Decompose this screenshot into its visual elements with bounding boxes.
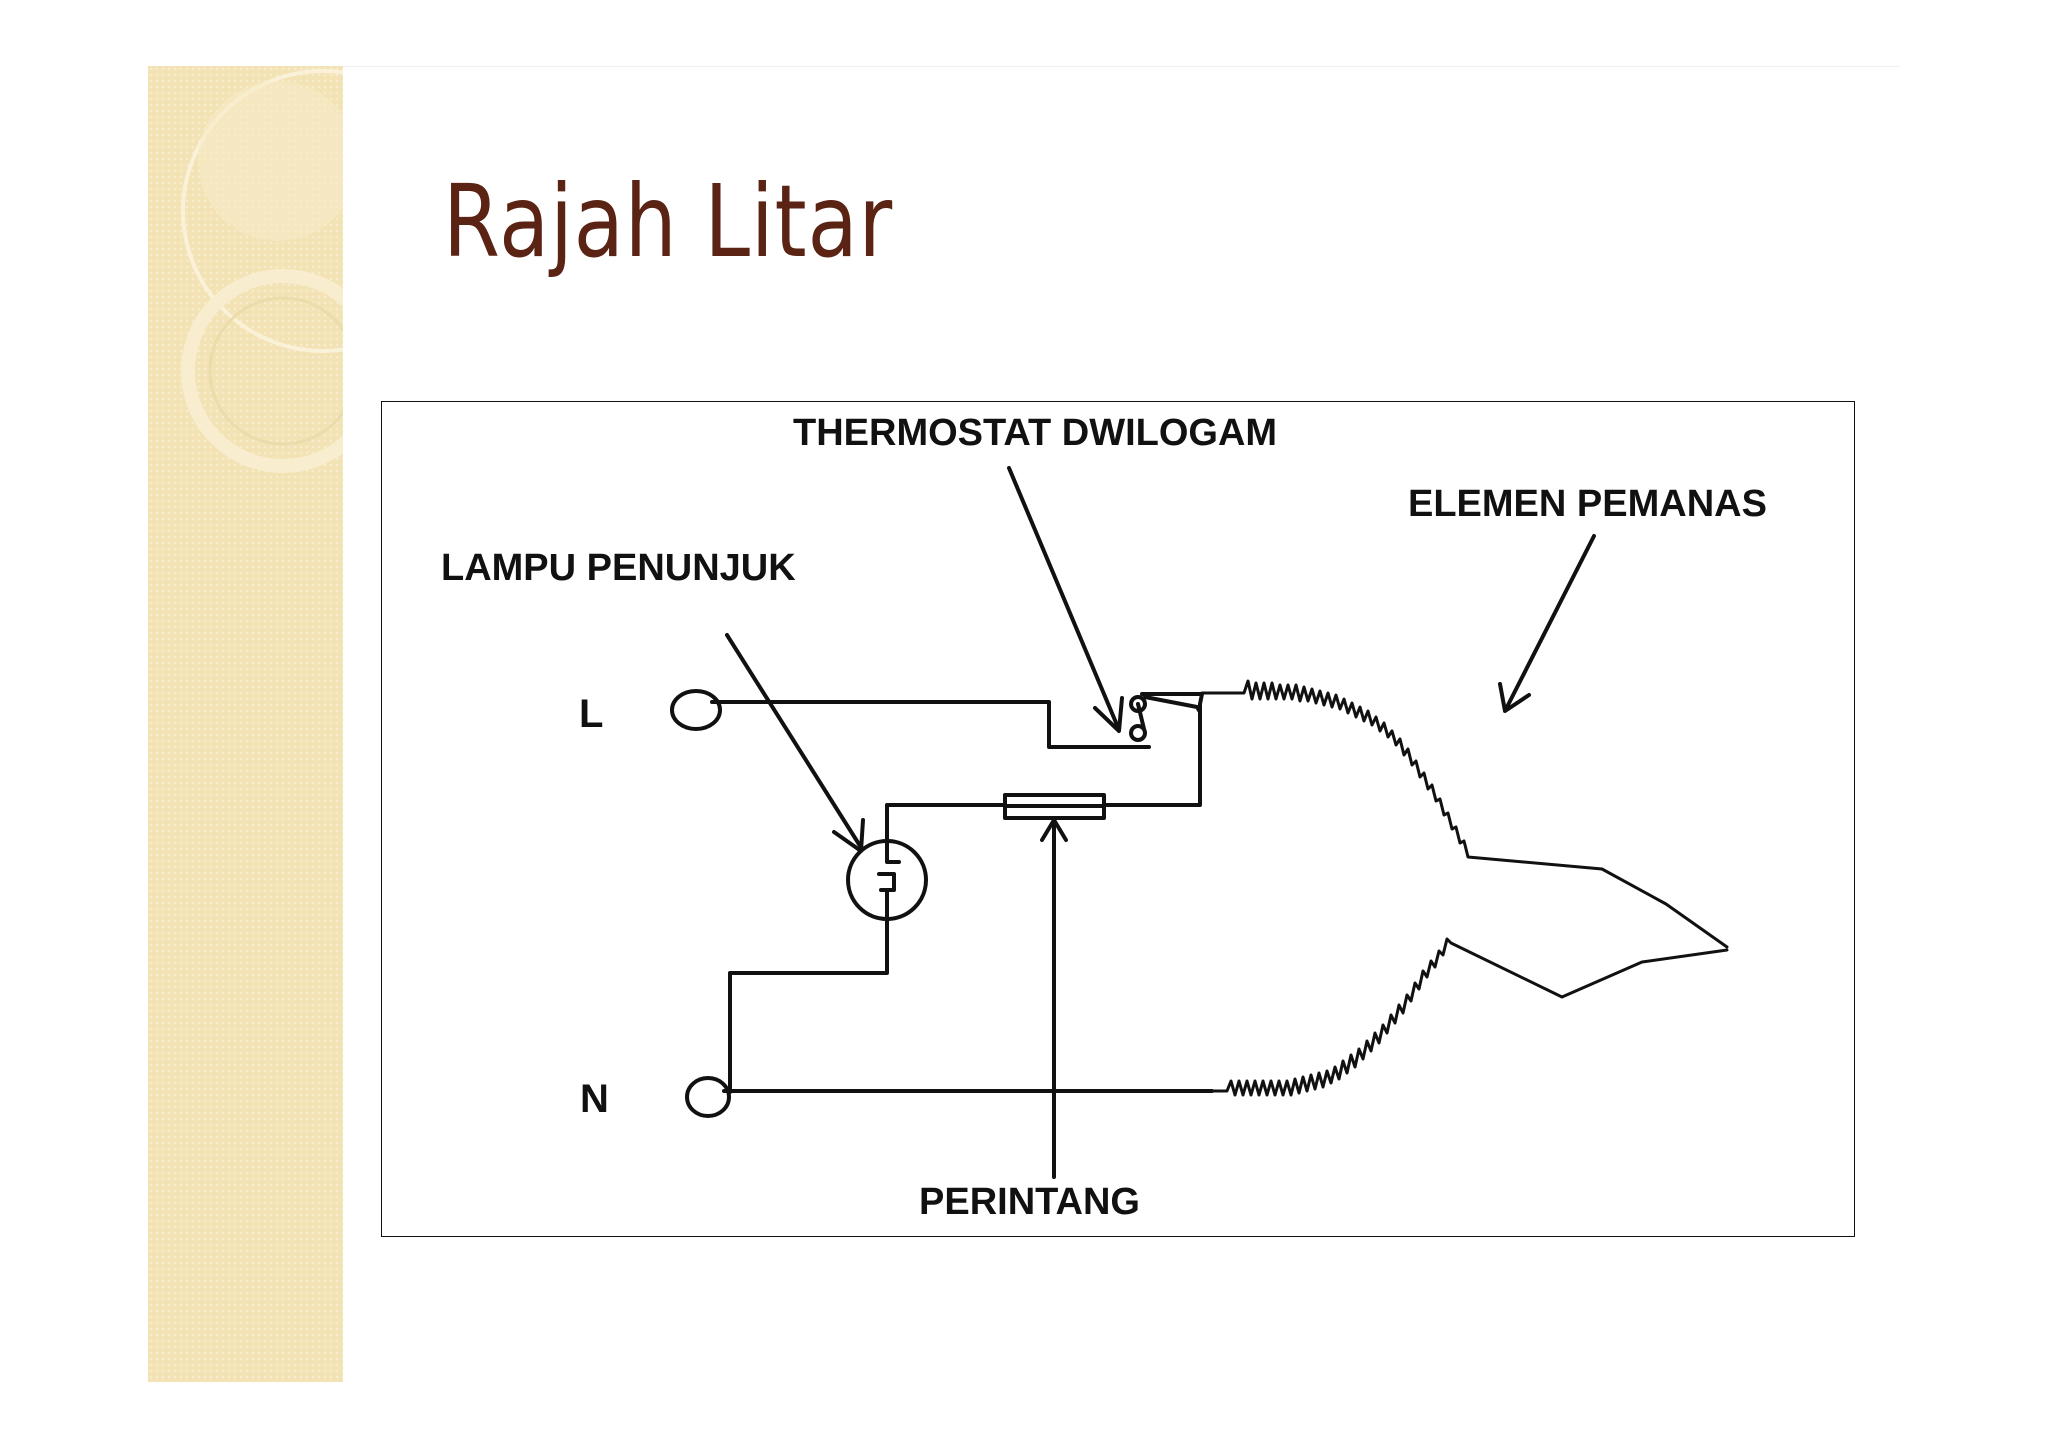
label-indicator-lamp: LAMPU PENUNJUK bbox=[441, 547, 796, 589]
arrow-indicator-lamp bbox=[725, 633, 864, 851]
wire-thermostat-branch bbox=[1102, 703, 1202, 807]
terminal-neutral bbox=[685, 1076, 731, 1118]
sidebar-circles-decoration bbox=[181, 69, 343, 473]
thermostat-contacts bbox=[1129, 692, 1204, 742]
circuit-diagram: THERMOSTAT DWILOGAM ELEMEN PEMANAS LAMPU… bbox=[381, 401, 1855, 1237]
arrow-heating-element bbox=[1505, 534, 1596, 709]
heating-element-lower bbox=[1210, 937, 1729, 1097]
lamp-filament bbox=[877, 845, 901, 921]
decorative-sidebar bbox=[148, 66, 343, 1382]
label-resistor: PERINTANG bbox=[919, 1181, 1140, 1223]
label-thermostat: THERMOSTAT DWILOGAM bbox=[793, 412, 1277, 454]
heating-element-upper bbox=[1200, 679, 1729, 949]
arrow-thermostat bbox=[1007, 466, 1119, 727]
terminal-live bbox=[670, 689, 722, 731]
page-title: Rajah Litar bbox=[443, 163, 894, 280]
label-heating-element: ELEMEN PEMANAS bbox=[1408, 483, 1767, 525]
wire-resistor-lamp bbox=[885, 803, 1007, 849]
label-neutral-terminal: N bbox=[580, 1077, 609, 1121]
wire-lamp-neutral bbox=[728, 917, 889, 1094]
wire-live bbox=[710, 700, 1151, 749]
label-live-terminal: L bbox=[579, 692, 603, 736]
slide-border bbox=[148, 66, 1900, 1383]
circuit-diagram-svg: THERMOSTAT DWILOGAM ELEMEN PEMANAS LAMPU… bbox=[441, 412, 1767, 1223]
